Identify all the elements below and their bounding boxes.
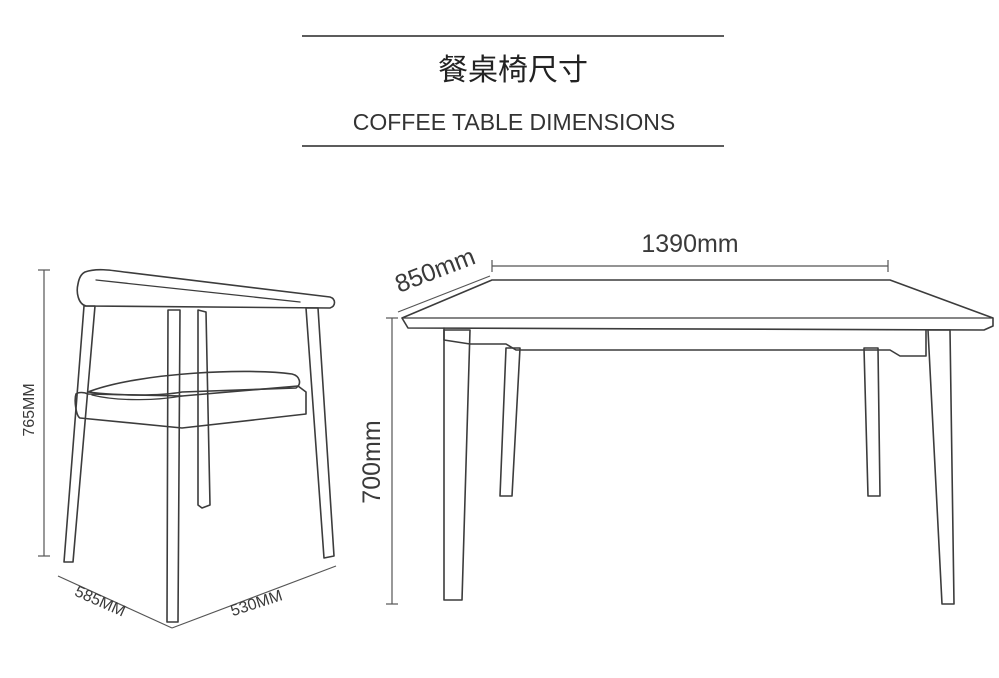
title-block: 餐桌椅尺寸 COFFEE TABLE DIMENSIONS	[302, 35, 724, 147]
title-english: COFFEE TABLE DIMENSIONS	[353, 109, 675, 135]
table-top	[401, 279, 994, 331]
table-apron	[443, 327, 927, 357]
table-length-label: 1390mm	[641, 230, 738, 258]
table-front-left-leg	[443, 329, 471, 601]
table-front-right-leg	[927, 329, 955, 605]
table-depth-label: 850mm	[391, 243, 479, 299]
chair-height-label: 765MM	[21, 383, 38, 436]
chair-seat-underside	[91, 394, 183, 401]
table-dimensions: 1390mm 850mm 700mm	[358, 230, 889, 605]
chair-width-dimension-line	[171, 565, 337, 629]
chair-drawing	[63, 268, 336, 623]
chair-rear-leg	[197, 309, 211, 509]
title-chinese: 餐桌椅尺寸	[438, 53, 588, 88]
chair-back-rail-inner	[95, 279, 301, 303]
chair-front-left-leg	[63, 305, 96, 563]
table-height-label: 700mm	[358, 420, 386, 503]
chair-width-label: 530MM	[229, 587, 285, 620]
chair-depth-label: 585MM	[72, 583, 128, 620]
chair-back-rail	[76, 268, 336, 309]
chair-depth-dimension-line	[57, 575, 173, 629]
chair-front-center-leg	[166, 309, 181, 623]
table-rear-left-leg	[499, 347, 521, 497]
chair-seat	[87, 370, 301, 396]
table-drawing	[401, 279, 994, 605]
table-rear-right-leg	[863, 347, 881, 497]
table-depth-dimension-line	[397, 275, 491, 313]
chair-front-right-leg	[305, 307, 335, 559]
